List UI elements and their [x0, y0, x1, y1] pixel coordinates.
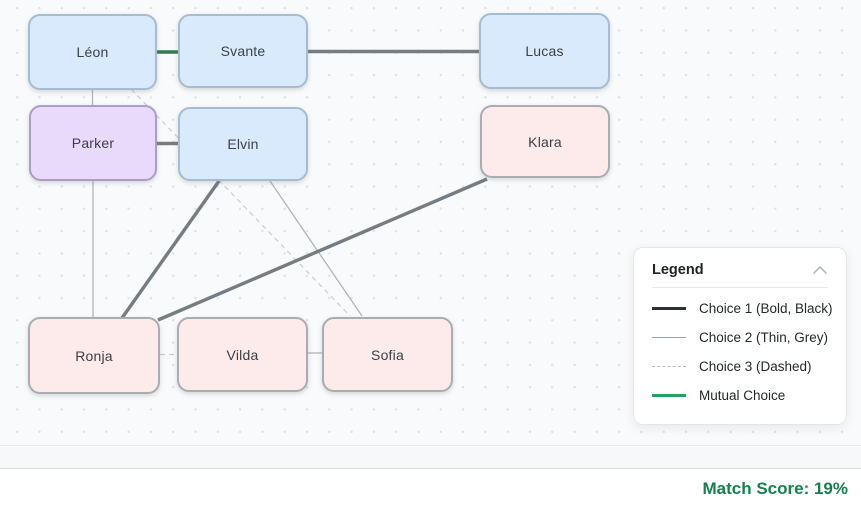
node-label-leon: Léon — [76, 44, 109, 60]
node-svante[interactable]: Svante — [178, 14, 308, 88]
node-label-elvin: Elvin — [227, 136, 259, 152]
legend-divider — [652, 287, 828, 288]
node-label-parker: Parker — [71, 135, 115, 151]
legend-item-choice3: Choice 3 (Dashed) — [652, 352, 828, 381]
legend-item-choice1: Choice 1 (Bold, Black) — [652, 294, 833, 323]
legend-title: Legend — [652, 262, 704, 278]
edge-elvin-sofia-choice2 — [269, 180, 363, 317]
legend-items: Choice 1 (Bold, Black) Choice 2 (Thin, Gr… — [652, 294, 833, 410]
edge-elvin-ronja-choice1 — [120, 180, 221, 319]
match-score-text: Match Score: 19% — [702, 479, 849, 498]
node-ronja[interactable]: Ronja — [28, 317, 160, 394]
legend-item-label: Mutual Choice — [699, 388, 786, 403]
legend-item-label: Choice 2 (Thin, Grey) — [699, 330, 829, 345]
node-label-lucas: Lucas — [525, 43, 564, 59]
node-label-klara: Klara — [528, 133, 562, 150]
legend-item-mutual: Mutual Choice — [652, 381, 828, 410]
node-parker[interactable]: Parker — [29, 105, 157, 181]
edge-leon-sofia-choice3 — [130, 88, 351, 317]
legend-swatch-mutual-icon — [652, 394, 686, 397]
chevron-up-icon[interactable] — [812, 265, 828, 275]
node-label-vilda: Vilda — [226, 346, 259, 363]
legend-swatch-choice2-icon — [652, 337, 686, 338]
node-lucas[interactable]: Lucas — [479, 13, 610, 89]
node-vilda[interactable]: Vilda — [177, 317, 308, 392]
legend-item-label: Choice 1 (Bold, Black) — [699, 301, 833, 316]
edges-layer — [91, 49, 488, 356]
legend-swatch-choice3-icon — [652, 366, 686, 367]
node-elvin[interactable]: Elvin — [178, 107, 308, 181]
footer-toolbar — [0, 447, 861, 469]
score-area: Match Score: 19% — [0, 470, 861, 508]
edge-klara-ronja-choice1 — [157, 177, 488, 322]
legend-item-label: Choice 3 (Dashed) — [699, 359, 812, 374]
node-klara[interactable]: Klara — [480, 105, 610, 178]
legend-header: Legend — [652, 262, 828, 287]
legend-swatch-choice1-icon — [652, 307, 686, 310]
node-leon[interactable]: Léon — [28, 14, 157, 90]
legend-item-choice2: Choice 2 (Thin, Grey) — [652, 323, 828, 352]
legend-panel: Legend Choice 1 (Bold, Black) Choice 2 (T… — [633, 247, 847, 425]
node-label-sofia: Sofia — [371, 346, 404, 363]
node-label-ronja: Ronja — [75, 347, 113, 364]
node-sofia[interactable]: Sofia — [322, 317, 453, 392]
node-label-svante: Svante — [220, 43, 266, 59]
